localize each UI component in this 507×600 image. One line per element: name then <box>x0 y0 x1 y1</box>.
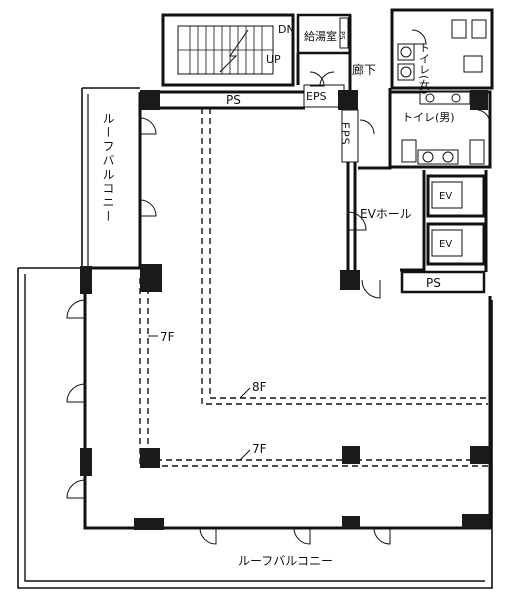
label-eps-top: EPS <box>306 90 327 103</box>
label-dn: DN <box>278 23 295 36</box>
floor-8f-outline <box>201 108 488 405</box>
label-toilet-men: トイレ(男) <box>402 111 455 124</box>
left-balcony-outline <box>81 87 140 268</box>
stair-break-line <box>219 29 249 73</box>
label-floor-7f-bottom: 7F <box>252 442 267 456</box>
toilet-fixtures <box>397 19 487 165</box>
label-ev-hall: EVホール <box>360 207 412 221</box>
corridor-walls <box>296 15 392 170</box>
label-eps-vertical: EPS <box>339 122 352 146</box>
floor-7f-outline <box>139 278 488 467</box>
label-ev-2: EV <box>439 239 452 250</box>
building-wall-top <box>140 90 305 110</box>
ev-shaft-1 <box>426 174 486 218</box>
label-up: UP <box>266 53 281 66</box>
label-ps-top: PS <box>226 93 241 107</box>
ps-small-box <box>339 17 349 49</box>
ev-shaft-2 <box>426 222 486 266</box>
label-ps-small: PS <box>338 31 346 40</box>
label-floor-7f-left: 7F <box>160 330 175 344</box>
label-toilet-women: トイレ(女) <box>418 42 431 95</box>
ps-bottom-box <box>400 270 486 294</box>
floor-label-leaders <box>148 335 251 461</box>
label-ev-1: EV <box>439 191 452 202</box>
label-floor-8f: 8F <box>252 380 267 394</box>
label-ps-bottom: PS <box>426 276 441 290</box>
toilet-women-room <box>390 8 494 90</box>
label-kitchenette: 給湯室 <box>304 29 337 43</box>
label-roof-balcony-bottom: ルーフバルコニー <box>238 554 333 568</box>
stair-treads <box>178 26 273 74</box>
ev-car-2 <box>431 229 463 257</box>
roof-balcony-outline <box>17 267 493 589</box>
ev-car-1 <box>431 181 463 209</box>
label-corridor: 廊下 <box>352 62 376 77</box>
doors <box>66 29 491 545</box>
stair-core-wall <box>161 13 295 87</box>
label-roof-balcony-left: ルーフバルコニー <box>101 112 115 224</box>
columns <box>80 90 490 530</box>
ev-core-wall <box>400 170 488 272</box>
roof-balcony-inner-edge <box>24 274 485 582</box>
